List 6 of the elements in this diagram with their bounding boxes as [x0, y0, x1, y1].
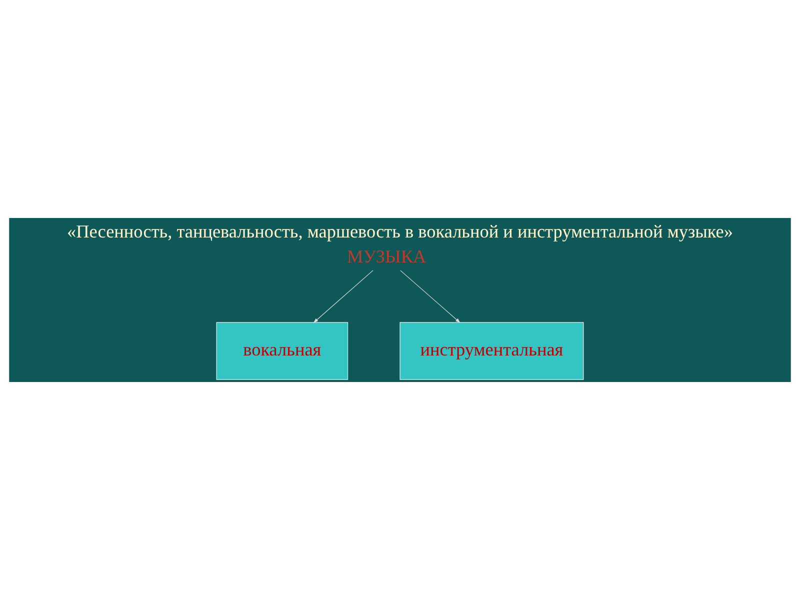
arrow [313, 270, 374, 323]
node-box: вокальная [216, 322, 348, 380]
arrow [400, 270, 460, 323]
node-box: инструментальная [400, 322, 584, 380]
diagram-title: «Песенность, танцевальность, маршевость в вокальной и инструментальной музыке» [66, 221, 734, 242]
node-text: МУЗЫКА [347, 246, 426, 266]
